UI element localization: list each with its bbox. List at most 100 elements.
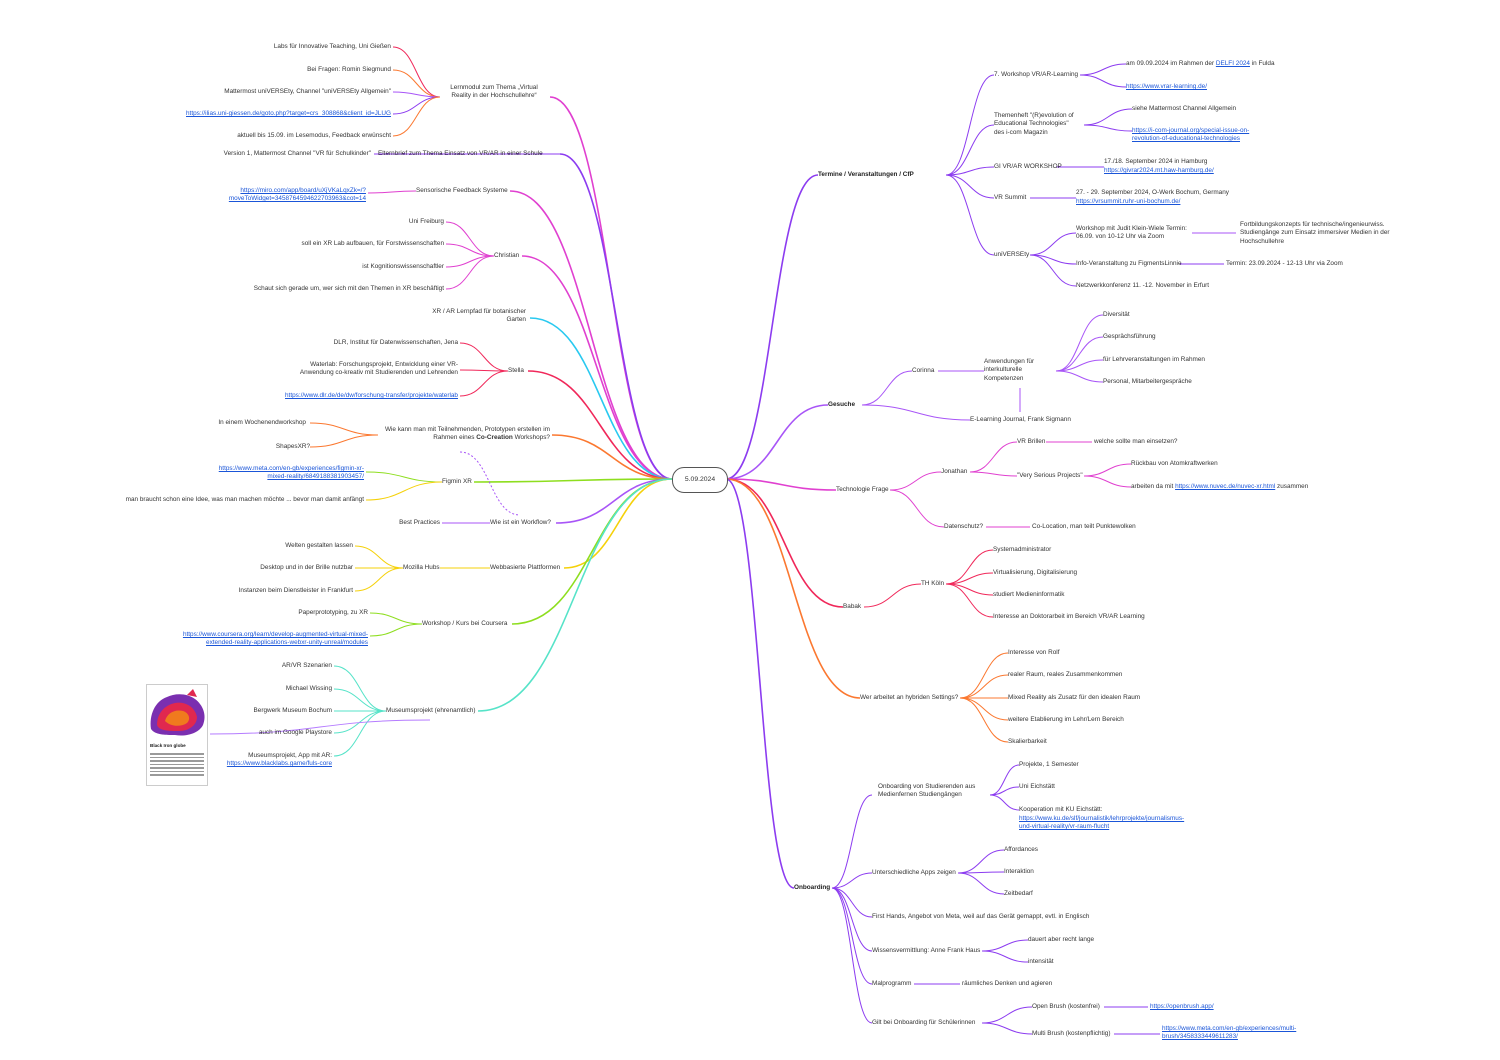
figmin-node[interactable]: Figmin XR	[442, 478, 472, 485]
vr-brillen-node[interactable]: VR Brillen	[1017, 438, 1046, 445]
termine-child	[945, 166, 995, 176]
museum-node[interactable]: Museumsprojekt (ehrenamtlich)	[386, 707, 476, 714]
studierende-item-1: Projekte, 1 Semester	[1019, 761, 1079, 768]
openbrush-node[interactable]: Open Brush (kostenfrei)	[1032, 1003, 1100, 1010]
corinna-node[interactable]: Corinna	[912, 367, 935, 374]
branch-figmin	[473, 478, 673, 483]
sensorische-link[interactable]: https://miro.com/app/board/uXjVKaLqxZk=/…	[228, 187, 366, 203]
termine-node[interactable]: Termine / Veranstaltungen / CfP	[818, 171, 914, 178]
lernmodul-child	[392, 96, 441, 137]
hubs-child	[354, 545, 404, 569]
root-node[interactable]: 5.09.2024	[672, 467, 728, 493]
anwendungen-item-3: für Lehrveranstaltungen im Rahmen	[1103, 356, 1205, 363]
cocreation-child	[309, 434, 379, 448]
technologie-node[interactable]: Technologie Frage	[836, 486, 889, 493]
studierende-item-2: Uni Eichstätt	[1019, 783, 1055, 790]
lernmodul-link[interactable]: https://ilias.uni-giessen.de/goto.php?ta…	[186, 110, 391, 117]
branch-cocreation	[551, 434, 673, 480]
workflow-item: Best Practices	[399, 519, 440, 526]
datenschutz-node[interactable]: Datenschutz?	[944, 523, 984, 530]
cocreation-node[interactable]: Wie kann man mit Teilnehmenden, Prototyp…	[384, 426, 550, 442]
lernmodul-item-1: Labs für Innovative Teaching, Uni Gießen	[273, 43, 391, 50]
anwendungen-node[interactable]: Anwendungen für interkulturelle Kompeten…	[984, 358, 1035, 382]
apps-item-1: Affordances	[1004, 846, 1038, 853]
coursera-link[interactable]: https://www.coursera.org/learn/develop-a…	[182, 631, 368, 647]
universety-workshop-note: Fortbildungskonzepts für technische/inge…	[1240, 221, 1390, 245]
universety-node[interactable]: uniVERSEty	[994, 251, 1030, 258]
hybrid-item-4: weitere Etablierung im Lehr/Lern Bereich	[1008, 716, 1124, 723]
figmin-child	[365, 471, 443, 483]
hybrid-child	[959, 697, 1009, 743]
vrsummit-link[interactable]: https://vrsummit.ruhr-uni-bochum.de/	[1076, 198, 1181, 205]
multibrush-node[interactable]: Multi Brush (kostenpflichtig)	[1032, 1030, 1111, 1037]
christian-node[interactable]: Christian	[494, 252, 520, 259]
gilt-node[interactable]: Gilt bei Onboarding für Schülerinnen	[872, 1019, 976, 1026]
hybrid-item-2: realer Raum, reales Zusammenkommen	[1008, 671, 1123, 678]
stella-child	[459, 370, 509, 397]
jonathan-node[interactable]: Jonathan	[941, 468, 968, 475]
gi-workshop-link[interactable]: https://givrar2024.mt.haw-hamburg.de/	[1104, 167, 1214, 174]
gesuche-child	[861, 404, 971, 421]
babak-item-4: Interesse an Doktorarbeit im Bereich VR/…	[993, 613, 1145, 620]
branch-workflow	[555, 478, 673, 524]
universety-info[interactable]: Info-Veranstaltung zu FigmentsLinnie	[1076, 260, 1182, 267]
themenheft-node[interactable]: Themenheft "(R)evolution of Educational …	[994, 112, 1074, 136]
multibrush-link[interactable]: https://www.meta.com/en-gb/experiences/m…	[1162, 1025, 1297, 1041]
christian-child	[445, 255, 495, 290]
onboarding-node[interactable]: Onboarding	[794, 884, 831, 891]
sensorische-node[interactable]: Sensorische Feedback Systeme	[416, 187, 508, 194]
elearning-node[interactable]: E-Learning Journal, Frank Sigmann	[970, 416, 1071, 423]
malprogramm-node[interactable]: Malprogramm	[872, 980, 912, 987]
babak-item-3: studiert Medieninformatik	[993, 591, 1065, 598]
stella-link[interactable]: https://www.dlr.de/de/dw/forschung-trans…	[285, 392, 458, 399]
lernmodul-item-5: aktuell bis 15.09. im Lesemodus, Feedbac…	[237, 132, 391, 139]
vrsummit-node[interactable]: VR Summit	[994, 194, 1027, 201]
lernmodul-child	[392, 46, 441, 98]
gesuche-node[interactable]: Gesuche	[828, 401, 855, 408]
hubs-item-2: Desktop und in der Brille nutzbar	[260, 564, 353, 571]
firsthands-node[interactable]: First Hands, Angebot von Meta, weil auf …	[872, 913, 1090, 920]
universety-child	[1029, 232, 1077, 256]
stella-node[interactable]: Stella	[508, 367, 524, 374]
serious-node[interactable]: "Very Serious Projects"	[1017, 472, 1083, 479]
lernpfad-node[interactable]: XR / AR Lernpfad für botanischer Garten	[432, 308, 526, 324]
wissen-node[interactable]: Wissensvermittlung: Anne Frank Haus	[872, 947, 981, 954]
wissen-item-1: dauert aber recht lange	[1028, 936, 1095, 943]
lernmodul-child	[392, 69, 441, 98]
th-koeln-node[interactable]: TH Köln	[921, 580, 945, 587]
studierende-link[interactable]: https://www.ku.de/slf/journalistik/lehrp…	[1019, 815, 1185, 831]
apps-item-2: Interaktion	[1004, 868, 1034, 875]
onboarding-studierende-node[interactable]: Onboarding von Studierenden aus Medienfe…	[878, 783, 976, 799]
babak-node[interactable]: Babak	[843, 603, 862, 610]
museum-child	[333, 710, 387, 757]
themenheft-link[interactable]: https://i-com-journal.org/special-issue-…	[1132, 127, 1250, 143]
branch-webbasiert	[563, 478, 673, 569]
figmin-link[interactable]: https://www.meta.com/en-gb/experiences/f…	[218, 465, 364, 481]
elternbrief-node[interactable]: Elternbrief zum Thema Einsatz von VR/AR …	[378, 150, 543, 157]
openbrush-link[interactable]: https://openbrush.app/	[1150, 1003, 1214, 1010]
branch-technologie	[725, 478, 837, 491]
workflow-node[interactable]: Wie ist ein Workflow?	[490, 519, 551, 526]
universety-netzwerk[interactable]: Netzwerkkonferenz 11. -12. November in E…	[1076, 282, 1210, 289]
coursera-node[interactable]: Workshop / Kurs bei Coursera	[422, 620, 508, 627]
termine-child	[945, 174, 995, 256]
wissen-child	[981, 950, 1029, 963]
museum-item-4: auch im Google Playstore	[258, 729, 332, 736]
studierende-item-3: Kooperation mit KU Eichstätt:	[1019, 806, 1103, 813]
workshop-vrar-link[interactable]: https://www.vrar-learning.de/	[1126, 83, 1207, 90]
workshop-vrar-node[interactable]: 7. Workshop VR/AR-Learning	[994, 71, 1079, 78]
wissen-item-2: intensität	[1028, 958, 1054, 965]
museum-link[interactable]: https://www.blacklabs.game/fuls-core	[226, 760, 332, 767]
lernmodul-node[interactable]: Lernmodul zum Thema „Virtual Reality in …	[450, 84, 538, 100]
gi-workshop-node[interactable]: GI VR/AR WORKSHOP	[994, 163, 1062, 170]
hybrid-child	[959, 674, 1009, 699]
coursera-child	[369, 612, 423, 625]
webbasiert-node[interactable]: Webbasierte Plattformen	[490, 564, 561, 571]
mozilla-hubs-node[interactable]: Mozilla Hubs	[403, 564, 440, 571]
lernmodul-child	[392, 96, 441, 115]
universety-workshop[interactable]: Workshop mit Judit Klein-Wiele Termin: 0…	[1076, 225, 1187, 241]
hybrid-node[interactable]: Wer arbeitet an hybriden Settings?	[860, 694, 959, 701]
hybrid-child	[959, 697, 1009, 721]
apps-node[interactable]: Unterschiedliche Apps zeigen	[872, 869, 956, 876]
